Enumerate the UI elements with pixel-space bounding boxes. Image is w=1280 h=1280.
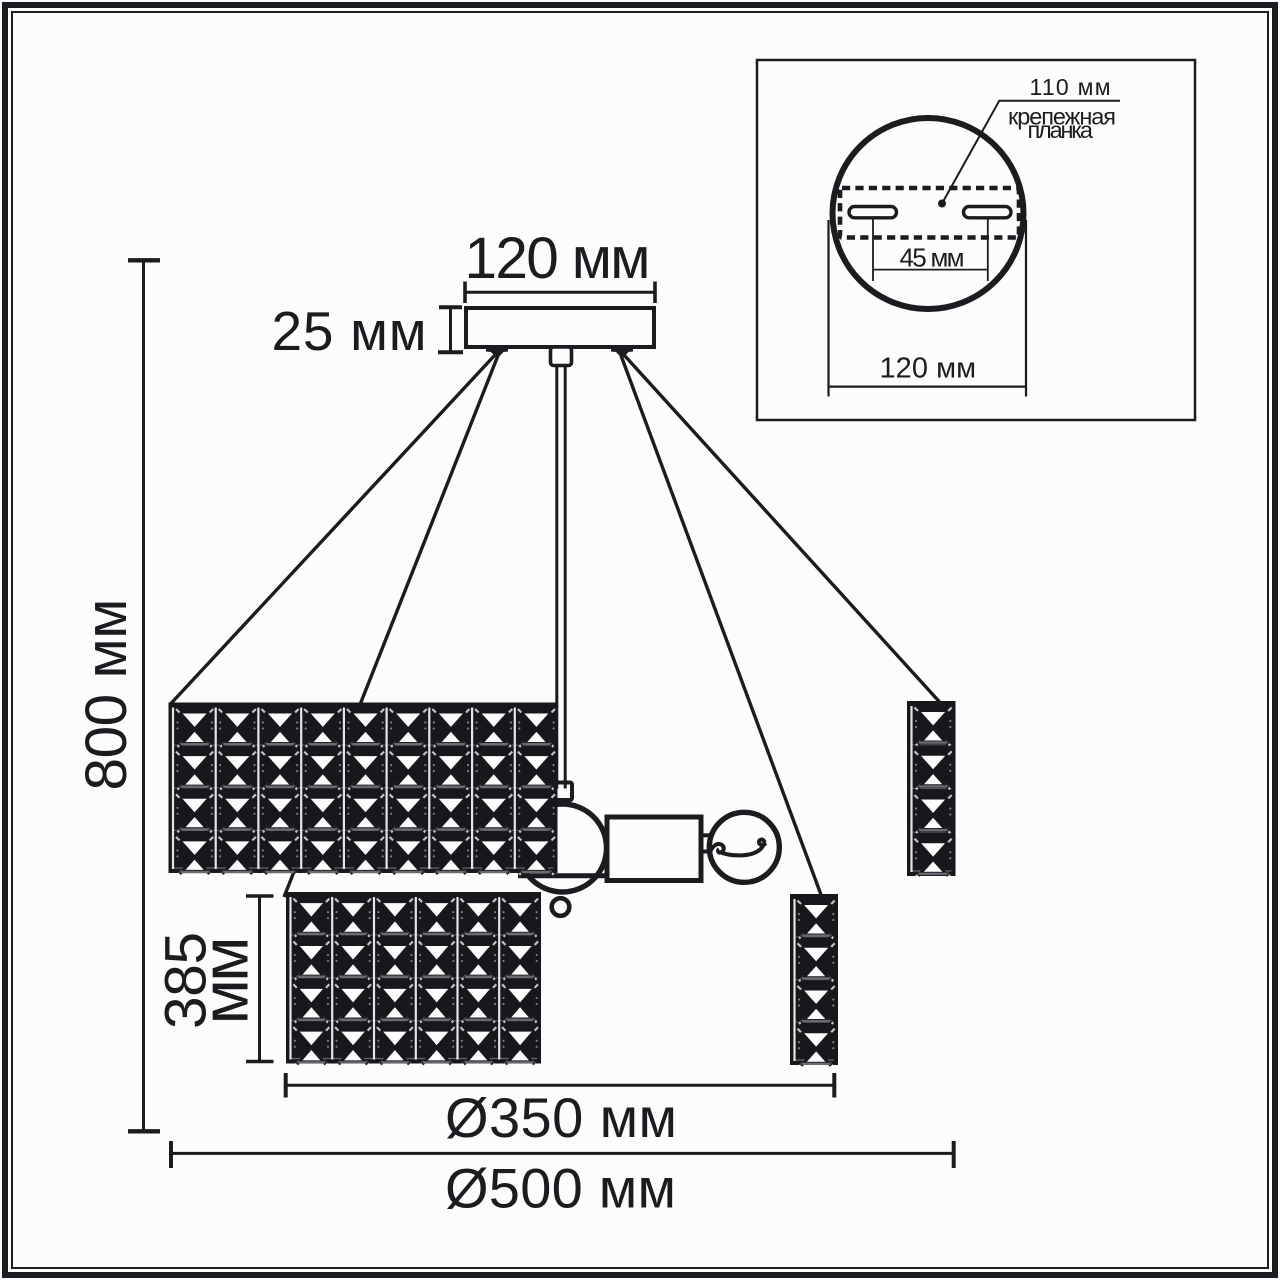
- svg-text:120 мм: 120 мм: [880, 353, 977, 385]
- svg-text:Ø500 мм: Ø500 мм: [445, 1157, 676, 1220]
- svg-text:Ø350 мм: Ø350 мм: [445, 1086, 677, 1149]
- svg-text:крепежная: крепежная: [1008, 104, 1116, 130]
- svg-text:120 мм: 120 мм: [465, 226, 651, 291]
- svg-text:800 мм: 800 мм: [74, 599, 139, 791]
- svg-text:45 мм: 45 мм: [900, 243, 965, 273]
- svg-text:25 мм: 25 мм: [272, 300, 427, 362]
- svg-text:385: 385: [154, 932, 219, 1029]
- svg-text:110 мм: 110 мм: [1030, 74, 1111, 100]
- svg-text:мм: мм: [188, 937, 262, 1025]
- svg-text:планка: планка: [1028, 117, 1094, 143]
